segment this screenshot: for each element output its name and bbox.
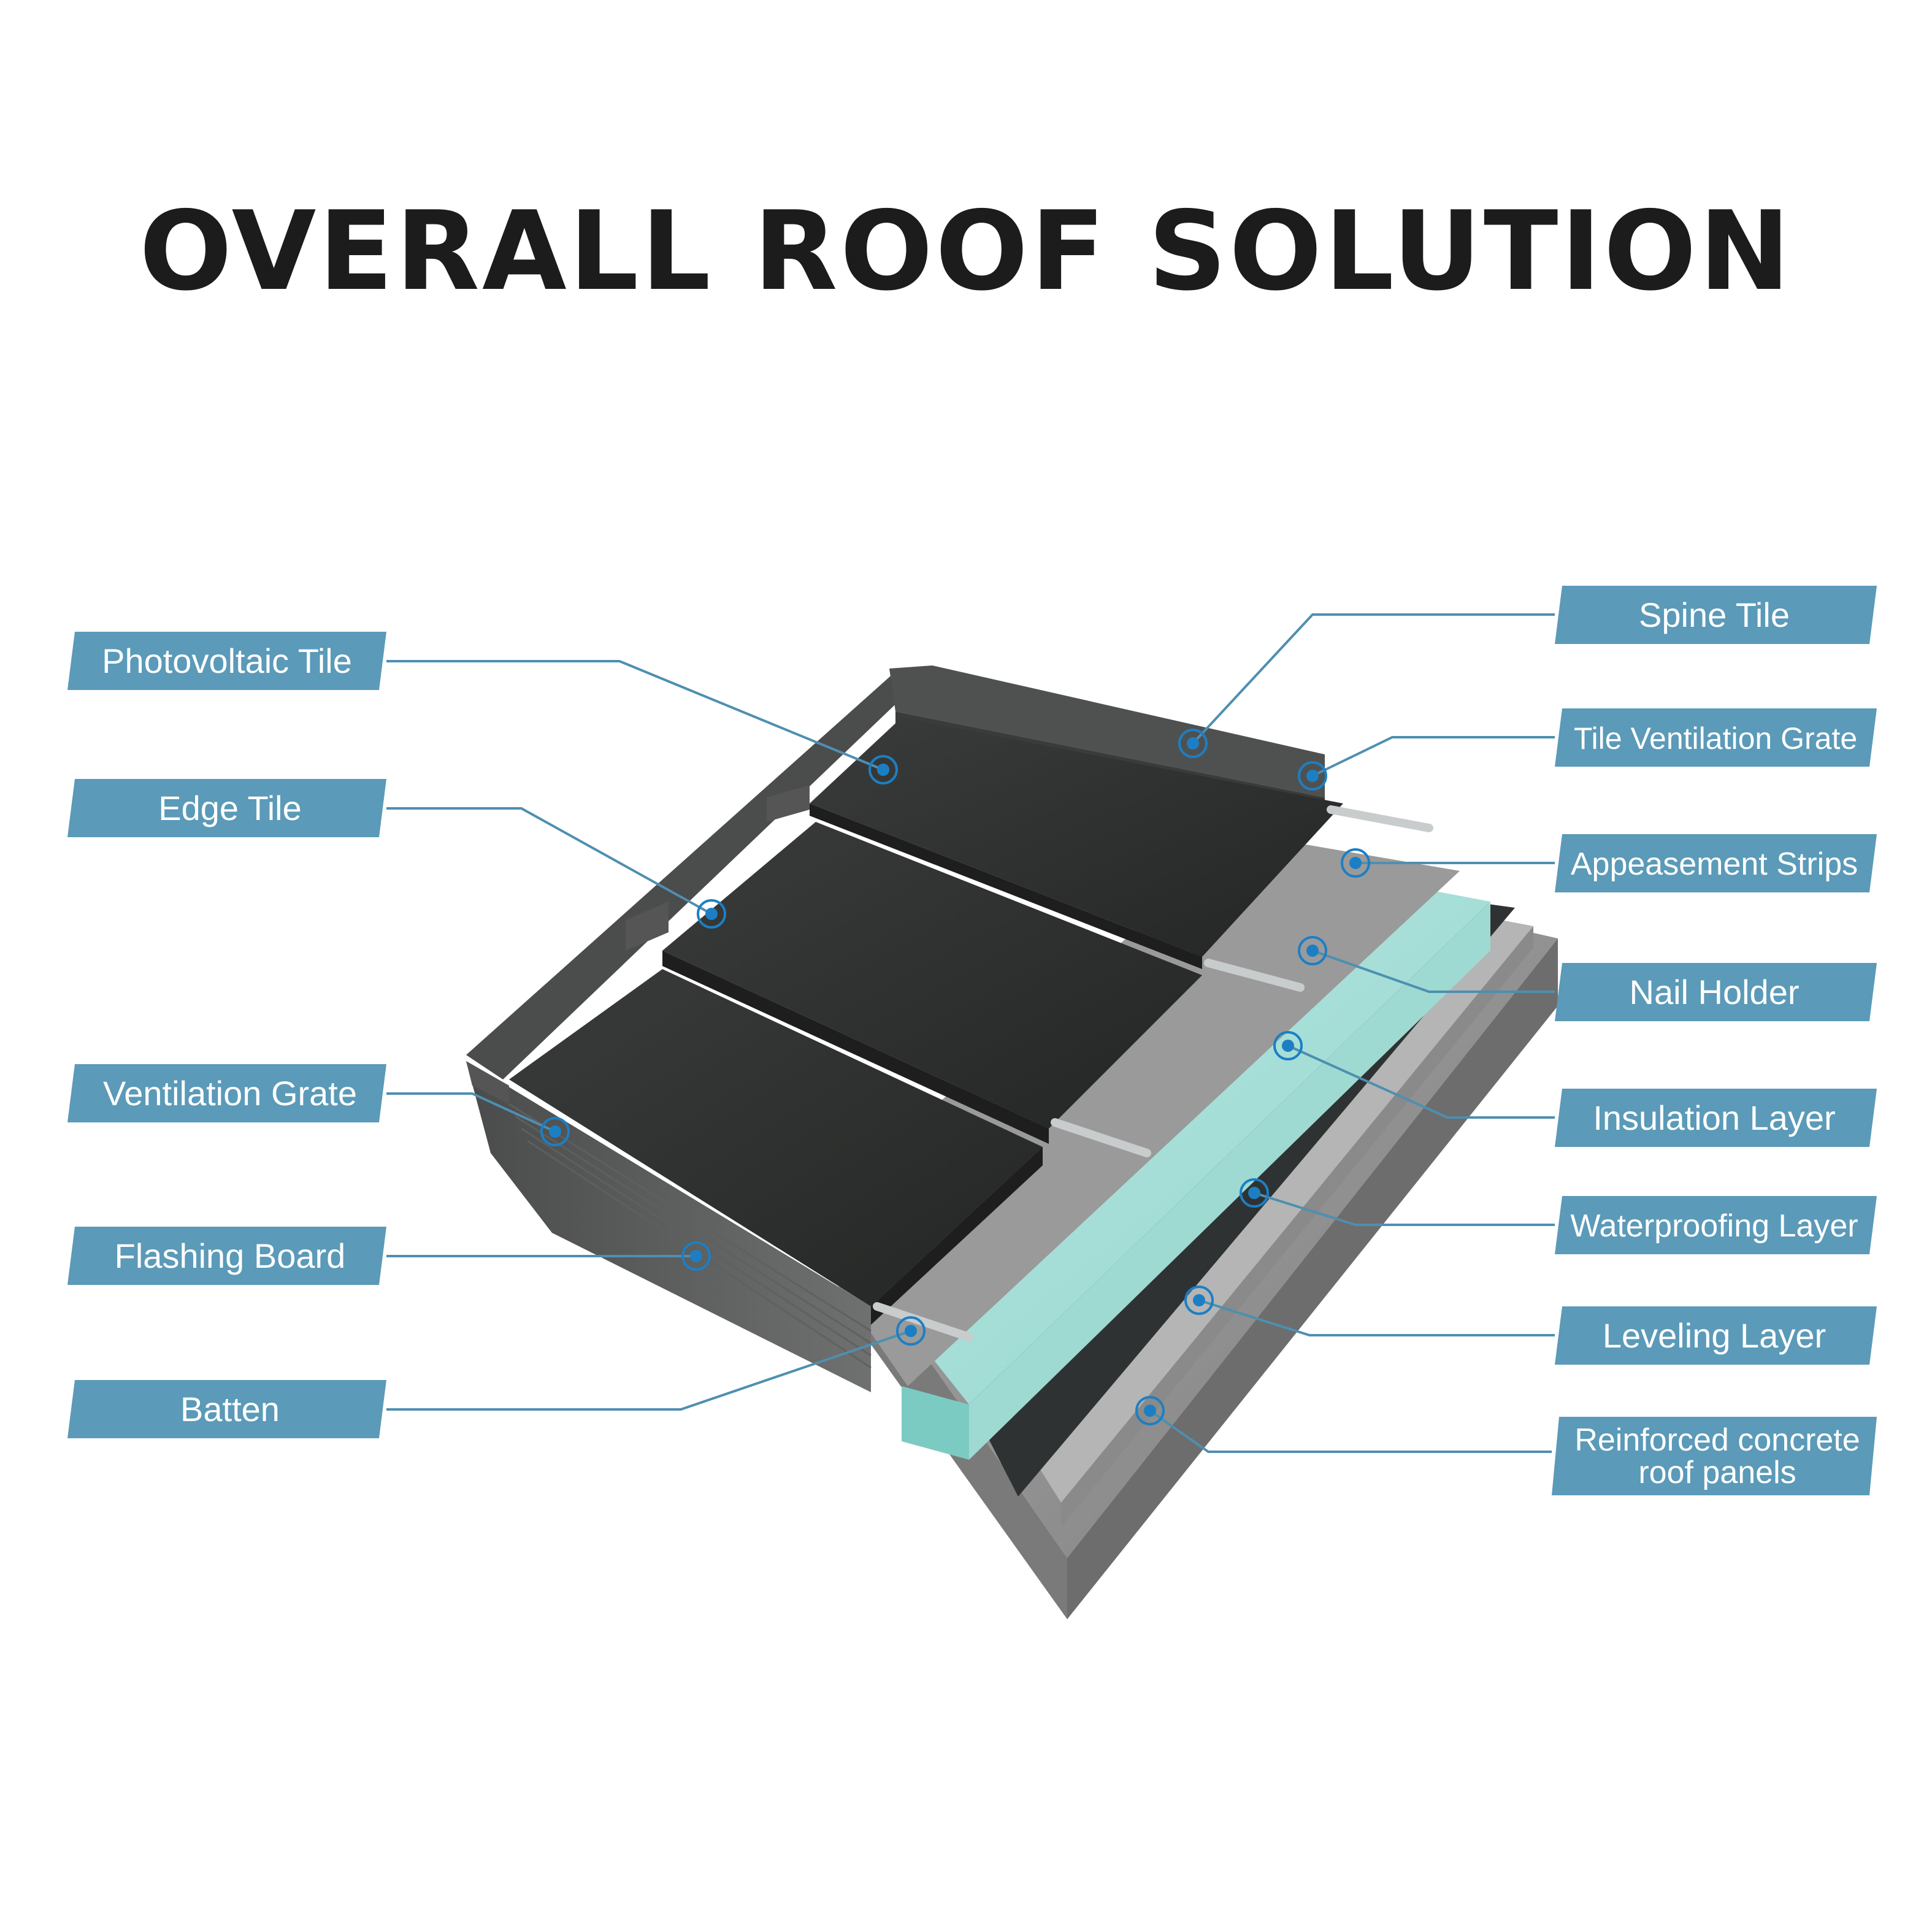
spine-tile-marker-ring	[1178, 729, 1208, 758]
reinforced-concrete-marker-ring	[1135, 1396, 1165, 1425]
svg-text:Reinforced concrete: Reinforced concrete	[1574, 1422, 1860, 1458]
leader-nail-holder	[1312, 949, 1555, 993]
svg-text:Flashing Board: Flashing Board	[115, 1236, 346, 1275]
batten-marker-dot	[905, 1325, 917, 1337]
leader-lines	[386, 613, 1555, 1453]
svg-text:Ventilation Grate: Ventilation Grate	[103, 1074, 357, 1113]
tile-ventilation-grate-marker-dot	[1306, 770, 1319, 782]
photovoltaic-tile-marker-dot	[877, 764, 889, 776]
leader-reinforced-concrete	[1149, 1409, 1552, 1453]
leader-insulation-layer	[1287, 1045, 1555, 1119]
waterproofing-layer-marker-ring	[1240, 1178, 1269, 1208]
spine-tile-marker-dot	[1187, 737, 1199, 749]
leveling-layer-marker-dot	[1193, 1294, 1205, 1306]
svg-text:Photovoltaic Tile: Photovoltaic Tile	[102, 642, 352, 680]
svg-text:Nail Holder: Nail Holder	[1630, 973, 1800, 1011]
svg-text:Edge Tile: Edge Tile	[158, 789, 302, 827]
photovoltaic-tiles	[509, 718, 1343, 1325]
leader-waterproofing-layer	[1254, 1192, 1555, 1226]
label-waterproofing-layer: Waterproofing Layer	[1555, 1196, 1877, 1254]
reinforced-concrete-marker-dot	[1144, 1405, 1156, 1417]
label-ventilation-grate: Ventilation Grate	[67, 1064, 386, 1122]
label-batten: Batten	[67, 1380, 386, 1438]
leader-photovoltaic-tile	[386, 660, 884, 771]
svg-text:roof panels: roof panels	[1638, 1455, 1796, 1490]
markers	[540, 729, 1370, 1425]
waterproofing-layer-marker-dot	[1248, 1187, 1260, 1199]
svg-text:Appeasement Strips: Appeasement Strips	[1571, 846, 1858, 882]
edge-tile-shape	[466, 672, 920, 1079]
battens	[873, 805, 1433, 1341]
label-insulation-layer: Insulation Layer	[1555, 1089, 1877, 1147]
appeasement-strips-marker-ring	[1341, 848, 1370, 878]
ventilation-grate-marker-ring	[540, 1117, 570, 1146]
edge-tile-marker-dot	[705, 908, 718, 920]
leveling-layer-marker-ring	[1184, 1286, 1214, 1315]
leader-edge-tile	[386, 807, 712, 915]
label-edge-tile: Edge Tile	[67, 779, 386, 837]
edge-tile-marker-ring	[697, 899, 726, 929]
label-reinforced-concrete: Reinforced concrete roof panels	[1552, 1417, 1877, 1495]
flashing-board-marker-dot	[690, 1250, 702, 1262]
appeasement-strips-marker-dot	[1349, 857, 1362, 869]
label-nail-holder: Nail Holder	[1555, 963, 1877, 1021]
svg-text:Batten: Batten	[180, 1390, 280, 1428]
nail-holder-marker-dot	[1306, 945, 1319, 957]
label-tile-ventilation-grate: Tile Ventilation Grate	[1555, 708, 1877, 767]
batten-marker-ring	[896, 1316, 926, 1346]
label-photovoltaic-tile: Photovoltaic Tile	[67, 632, 386, 690]
leader-ventilation-grate	[386, 1092, 556, 1133]
tile-ventilation-grate-marker-ring	[1298, 761, 1327, 791]
svg-text:Leveling Layer: Leveling Layer	[1603, 1316, 1826, 1355]
ventilation-grate-marker-dot	[549, 1125, 561, 1138]
leader-spine-tile	[1192, 613, 1555, 745]
insulation-layer-marker-ring	[1273, 1031, 1303, 1060]
insulation-layer-marker-dot	[1282, 1040, 1294, 1052]
svg-text:Waterproofing Layer: Waterproofing Layer	[1570, 1208, 1858, 1244]
leader-batten	[386, 1330, 911, 1411]
leader-leveling-layer	[1198, 1299, 1555, 1336]
flashing-board-marker-ring	[681, 1241, 711, 1271]
label-leveling-layer: Leveling Layer	[1555, 1306, 1877, 1365]
label-appeasement-strips: Appeasement Strips	[1555, 834, 1877, 892]
page-title: OVERALL ROOF SOLUTION	[139, 188, 1793, 315]
nail-holder-marker-ring	[1298, 936, 1327, 965]
svg-text:Insulation Layer: Insulation Layer	[1593, 1098, 1835, 1137]
svg-text:Spine Tile: Spine Tile	[1639, 596, 1790, 634]
label-spine-tile: Spine Tile	[1555, 586, 1877, 644]
label-flashing-board: Flashing Board	[67, 1227, 386, 1285]
svg-text:Tile Ventilation Grate: Tile Ventilation Grate	[1574, 721, 1857, 756]
leader-tile-ventilation-grate	[1312, 736, 1555, 777]
underlay-concrete	[797, 834, 1460, 1386]
photovoltaic-tile-marker-ring	[868, 755, 898, 784]
